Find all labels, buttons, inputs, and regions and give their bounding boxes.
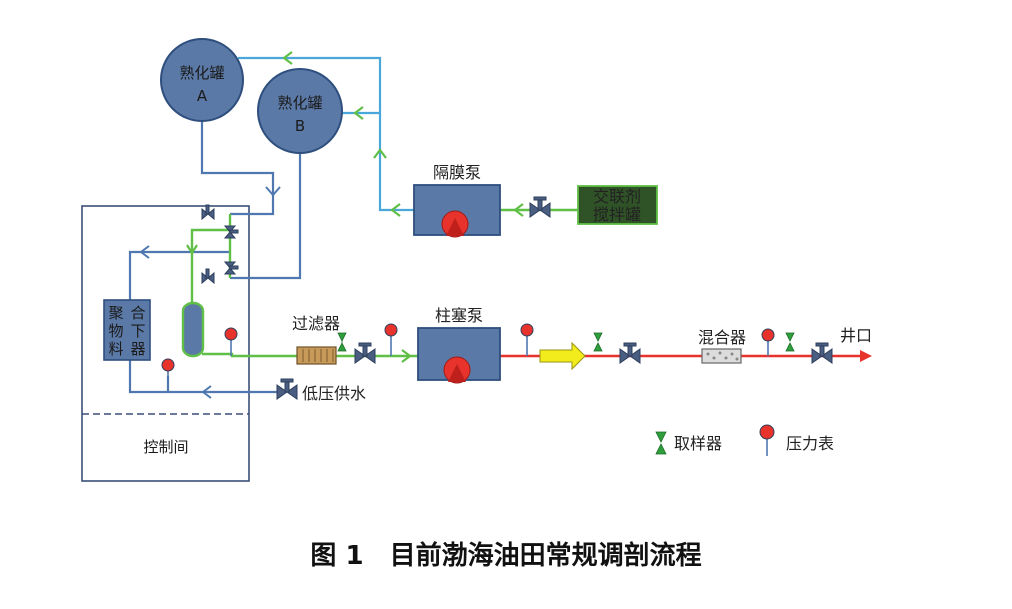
pressure-gauge-icon xyxy=(520,323,534,356)
control-room-label: 控制间 xyxy=(143,438,188,456)
crosslinker-tank-label-1: 交联剂 xyxy=(593,187,641,206)
pressure-gauge-icon xyxy=(384,323,398,356)
diaphragm-pump: 隔膜泵 xyxy=(413,163,501,238)
green-process-lines xyxy=(190,208,578,358)
svg-text:下: 下 xyxy=(130,322,145,340)
crosslinker-tank: 交联剂 搅拌罐 xyxy=(577,185,658,225)
polymer-feeder: 聚 合 物 下 料 器 xyxy=(103,299,151,361)
sampler-icon xyxy=(785,332,795,352)
figure-caption: 图 1 目前渤海油田常规调剖流程 xyxy=(310,540,701,571)
svg-text:合: 合 xyxy=(130,304,145,322)
samplers xyxy=(337,332,795,352)
valve-icon xyxy=(223,261,239,275)
valve-icon xyxy=(201,268,215,285)
diaphragm-pump-label: 隔膜泵 xyxy=(433,163,481,182)
valve-icon xyxy=(201,204,215,221)
plunger-pump: 柱塞泵 xyxy=(417,306,501,384)
valve-icon xyxy=(354,342,376,364)
sampler-icon xyxy=(593,332,603,352)
pressure-gauge-icon xyxy=(224,327,238,356)
mixer-label: 混合器 xyxy=(698,328,746,347)
pressure-gauge-icon xyxy=(161,358,175,380)
svg-text:料: 料 xyxy=(108,340,123,358)
crosslinker-feed-line xyxy=(238,56,414,212)
valve-icon xyxy=(223,225,239,239)
blue-arrows xyxy=(139,186,281,399)
control-room: 控制间 xyxy=(81,205,250,482)
sampler-icon xyxy=(655,431,667,455)
tank-outlet-lines xyxy=(128,120,302,394)
maturation-tank-a: 熟化罐 A xyxy=(160,38,244,122)
pressure-gauge-icon xyxy=(759,424,775,440)
valve-icon xyxy=(619,342,641,364)
crosslinker-tank-label-2: 搅拌罐 xyxy=(593,205,641,224)
plunger-pump-label: 柱塞泵 xyxy=(435,306,483,325)
pressure-gauge-icon xyxy=(761,328,775,356)
legend-sampler-label: 取样器 xyxy=(674,434,722,453)
mixer: 混合器 xyxy=(698,328,746,364)
maturation-tank-b: 熟化罐 B xyxy=(257,68,343,154)
legend-sampler: 取样器 xyxy=(655,431,722,455)
pressure-gauges xyxy=(161,323,775,380)
svg-text:聚: 聚 xyxy=(108,304,123,322)
sampler-icon xyxy=(337,332,347,352)
mixing-vessel xyxy=(181,301,205,358)
legend: 取样器 压力表 xyxy=(655,424,834,456)
tank-a-id: A xyxy=(197,87,208,105)
filter-label: 过滤器 xyxy=(292,314,340,333)
valve-icon xyxy=(529,196,551,218)
tank-a-label: 熟化罐 xyxy=(179,64,224,82)
low-pressure-water-label: 低压供水 xyxy=(302,384,366,403)
valve-icon xyxy=(811,342,833,364)
filter: 过滤器 xyxy=(292,314,340,365)
legend-pressure-gauge: 压力表 xyxy=(759,424,834,456)
wellhead-label: 井口 xyxy=(840,326,872,345)
svg-text:器: 器 xyxy=(130,340,145,358)
legend-pressure-gauge-label: 压力表 xyxy=(786,434,834,453)
tank-b-id: B xyxy=(295,117,305,135)
tank-b-label: 熟化罐 xyxy=(277,94,322,112)
high-pressure-flow-arrow xyxy=(539,341,586,371)
svg-text:物: 物 xyxy=(108,322,123,340)
flow-arrows xyxy=(186,51,524,363)
valve-icon xyxy=(276,378,298,400)
valves xyxy=(201,196,833,400)
